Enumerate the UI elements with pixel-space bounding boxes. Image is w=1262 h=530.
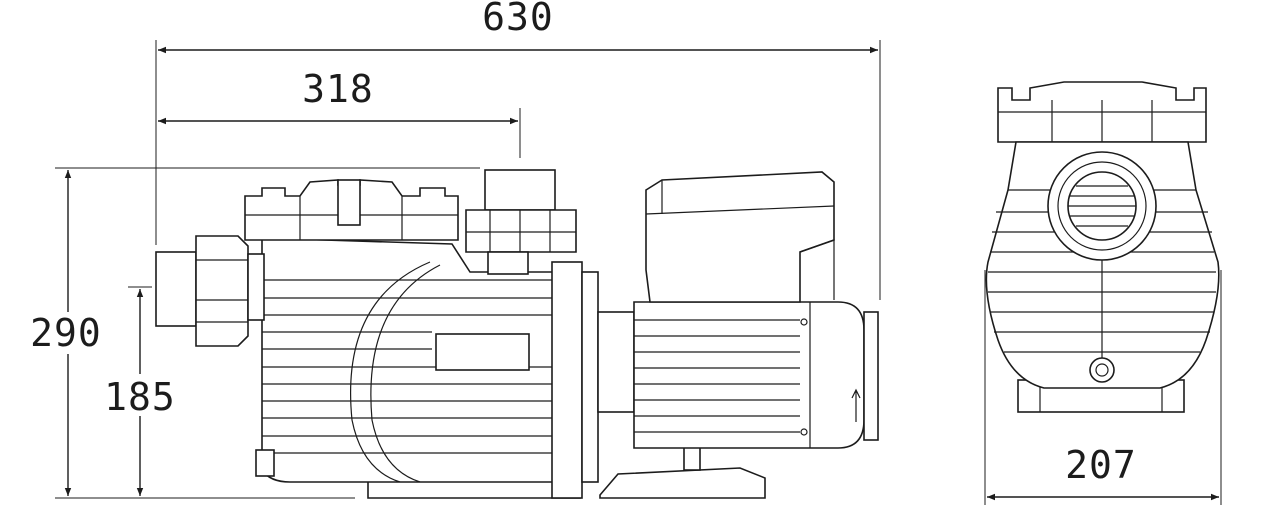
dimension-port-offset: 318 [158,67,521,158]
label-318: 318 [302,67,374,111]
pump-front-view [985,81,1220,413]
dimension-overall-length: 630 [155,0,881,300]
dimension-inlet-height: 185 [100,286,180,496]
pump-side-view [155,169,879,499]
housing-ribs [262,279,555,454]
drain-plug [255,449,275,477]
front-drain-knob [1089,357,1115,383]
dimension-overall-height: 290 [26,167,480,499]
label-plate [435,333,530,371]
label-630: 630 [482,0,554,39]
label-185: 185 [104,375,176,419]
inlet-grille [1068,185,1136,227]
label-290: 290 [30,311,102,355]
motor-fins [634,319,800,433]
label-207: 207 [1065,443,1137,487]
dimension-overall-width: 207 [984,270,1222,505]
